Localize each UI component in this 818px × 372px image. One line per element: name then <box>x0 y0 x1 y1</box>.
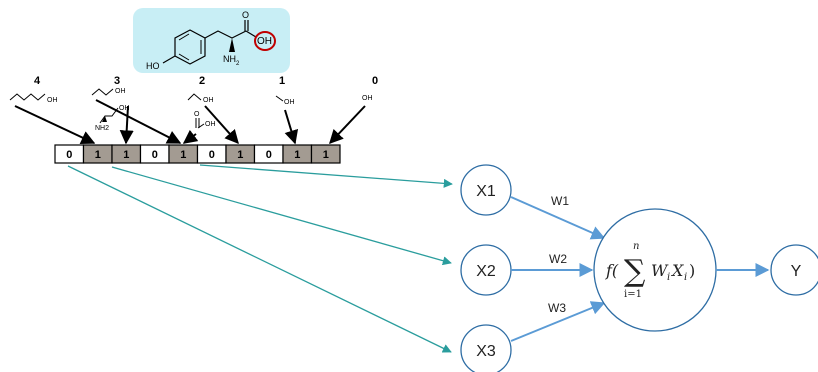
index-0: 0 <box>372 75 378 87</box>
input-node-x3 <box>460 324 512 372</box>
input-label-x3: X3 <box>476 343 496 360</box>
index-2: 2 <box>199 75 205 87</box>
svg-text:OH: OH <box>115 88 126 95</box>
index-1: 1 <box>279 75 285 87</box>
input-label-x1: X1 <box>476 183 496 200</box>
bit-value: 0 <box>266 149 272 161</box>
weight-label-w3: W3 <box>548 301 566 315</box>
input-node-x1 <box>460 164 512 216</box>
svg-text:OH: OH <box>119 105 130 112</box>
bit-cell: 1 <box>82 144 113 164</box>
svg-text:OH: OH <box>362 95 373 102</box>
molecule-background <box>133 8 290 73</box>
output-node <box>770 244 818 296</box>
svg-text:OH: OH <box>47 97 58 104</box>
edge-w3 <box>510 301 606 342</box>
ho-label: HO <box>146 61 160 71</box>
bit-value: 1 <box>180 149 186 161</box>
bit-value: 1 <box>123 149 129 161</box>
bit-value: 0 <box>209 149 215 161</box>
bit-cell: 0 <box>54 144 85 164</box>
svg-text:OH: OH <box>284 99 295 106</box>
bit-cell: 1 <box>168 144 199 164</box>
network: X1 X2 X3 W1 W2 W3 f( ∑ n i=1 W i X i ) Y <box>460 164 818 372</box>
arrow-fragment-0 <box>329 105 366 145</box>
svg-text:n: n <box>633 241 639 252</box>
bit-value: 1 <box>294 149 300 161</box>
svg-text:OH: OH <box>205 121 216 128</box>
svg-text:O: O <box>194 111 200 118</box>
arrow-fragment-4 <box>14 105 96 144</box>
bit-cell: 1 <box>282 144 313 164</box>
weight-label-w2: W2 <box>549 252 567 266</box>
hydroxyl-highlight-circle <box>254 31 276 51</box>
bit-cell: 1 <box>111 144 142 164</box>
arrow-fragment-1 <box>284 109 299 145</box>
carbonyl-o-label: O <box>242 10 249 20</box>
fragment-4: OH <box>9 93 58 104</box>
bit-cell: 1 <box>225 144 256 164</box>
input-label-x2: X2 <box>476 263 496 280</box>
stereo-wedge <box>229 38 235 52</box>
bit-value: 1 <box>237 149 243 161</box>
arrow-to-x2 <box>111 166 452 266</box>
fragment-1: OH <box>275 95 295 106</box>
svg-text:OH: OH <box>203 97 214 104</box>
svg-text:f(: f( <box>605 261 619 280</box>
bit-cell: 1 <box>310 144 341 164</box>
arrow-fragment-2a <box>204 105 239 145</box>
side-chain <box>204 30 247 39</box>
arrow-fragment-3a <box>119 105 134 145</box>
nh2-label: NH2 <box>223 54 240 67</box>
hydroxyl-label: OH <box>257 36 272 47</box>
bit-cell-box <box>310 144 341 164</box>
index-3: 3 <box>114 75 120 87</box>
arrow-to-x1 <box>199 164 453 188</box>
svg-text:NH2: NH2 <box>95 125 109 132</box>
weight-label-w1: W1 <box>551 194 569 208</box>
svg-text:i: i <box>684 272 687 283</box>
bit-value: 1 <box>323 149 329 161</box>
fragment-3: OH OH NH2 <box>91 88 130 132</box>
molecule-panel: HO NH2 O OH <box>133 8 290 73</box>
bit-cell: 0 <box>196 144 227 164</box>
bit-value: 0 <box>152 149 158 161</box>
edge-w1 <box>510 196 606 240</box>
arrow-fragment-2b <box>182 129 199 144</box>
fragment-indices: 4 3 2 1 0 <box>34 75 378 87</box>
arrow-fragment-3b <box>95 99 182 144</box>
bit-vector: 0 1 1 0 1 0 1 0 1 1 <box>54 144 341 164</box>
bit-cell: 0 <box>253 144 284 164</box>
svg-text:W: W <box>651 261 669 280</box>
output-label: Y <box>791 263 802 280</box>
arrow-to-x3 <box>67 165 452 353</box>
bit-value: 0 <box>66 149 72 161</box>
svg-text:): ) <box>689 261 695 280</box>
svg-text:i: i <box>667 272 670 283</box>
input-arrows <box>67 164 453 353</box>
bit-value: 1 <box>95 149 101 161</box>
bit-cell: 0 <box>139 144 170 164</box>
activation-formula: f( ∑ n i=1 W i X i ) <box>605 241 695 300</box>
fragment-arrows <box>14 99 366 145</box>
fragment-2: OH O OH <box>187 93 216 129</box>
index-4: 4 <box>34 75 41 87</box>
svg-text:X: X <box>670 261 684 280</box>
svg-text:∑: ∑ <box>624 254 646 289</box>
fragment-0: OH <box>362 95 373 102</box>
svg-text:i=1: i=1 <box>624 289 642 300</box>
